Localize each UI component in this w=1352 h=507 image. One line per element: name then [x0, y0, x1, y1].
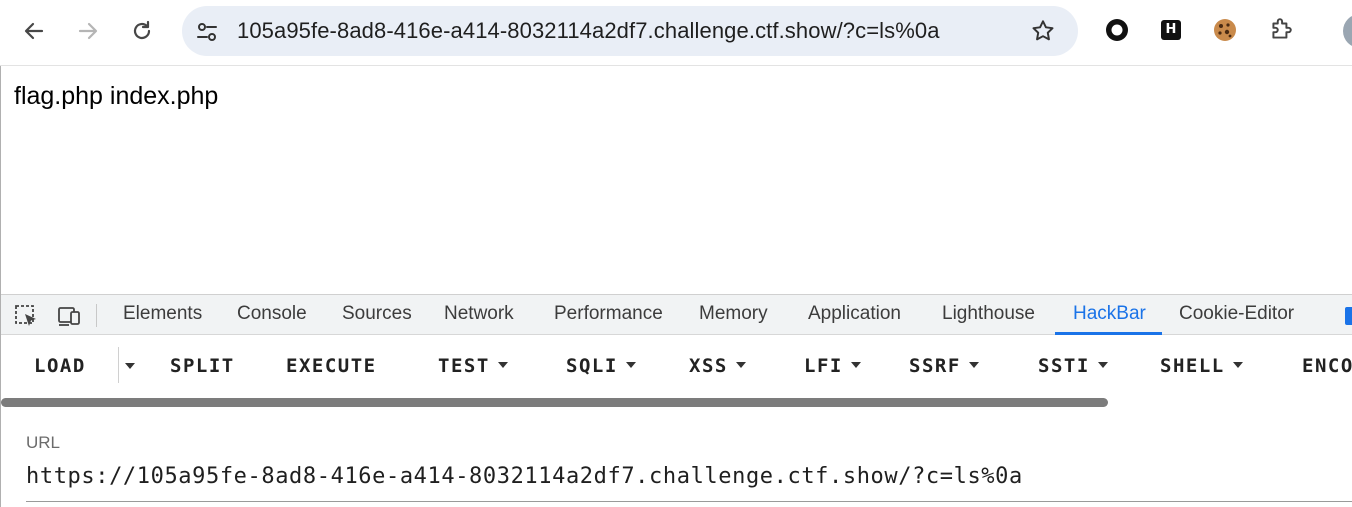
- execute-button[interactable]: EXECUTE: [286, 355, 377, 377]
- chevron-down-icon: [968, 361, 979, 368]
- inspect-element-icon[interactable]: [14, 304, 40, 328]
- profile-avatar[interactable]: [1343, 14, 1352, 48]
- tab-application[interactable]: Application: [808, 303, 901, 324]
- devtools-tabbar: Elements Console Sources Network Perform…: [1, 294, 1352, 335]
- sqli-menu-button[interactable]: SQLI: [566, 335, 636, 397]
- page-viewport: flag.php index.php: [0, 66, 1352, 294]
- sqli-label: SQLI: [566, 355, 618, 377]
- shell-label: SHELL: [1160, 355, 1225, 377]
- browser-toolbar: 105a95fe-8ad8-416e-a414-8032114a2df7.cha…: [0, 0, 1352, 66]
- more-tabs-icon[interactable]: [1345, 307, 1352, 325]
- chevron-down-icon: [1232, 361, 1243, 368]
- url-field-label: URL: [26, 433, 61, 452]
- arrow-left-icon: [24, 22, 44, 40]
- lfi-menu-button[interactable]: LFI: [804, 335, 861, 397]
- chevron-down-icon: [850, 361, 861, 368]
- page-body-text: flag.php index.php: [14, 82, 219, 110]
- ssti-label: SSTI: [1038, 355, 1090, 377]
- h-extension-icon[interactable]: H: [1157, 16, 1185, 44]
- cookie-extension-icon[interactable]: [1211, 16, 1239, 44]
- horizontal-scrollbar-thumb[interactable]: [1, 398, 1108, 407]
- back-button[interactable]: [15, 12, 53, 50]
- tab-lighthouse[interactable]: Lighthouse: [942, 303, 1035, 324]
- forward-button[interactable]: [69, 12, 107, 50]
- url-input[interactable]: https://105a95fe-8ad8-416e-a414-8032114a…: [26, 464, 1023, 489]
- tab-console[interactable]: Console: [237, 303, 307, 324]
- url-input-underline: [26, 501, 1352, 502]
- site-settings-icon[interactable]: [194, 19, 220, 45]
- arrow-right-icon: [78, 22, 98, 40]
- chevron-down-icon: [625, 361, 636, 368]
- devtools-panel: Elements Console Sources Network Perform…: [0, 294, 1352, 507]
- tab-hackbar[interactable]: HackBar: [1073, 303, 1146, 324]
- chevron-down-icon: [735, 361, 746, 368]
- tab-cookie-editor[interactable]: Cookie-Editor: [1179, 303, 1295, 324]
- toolbar-divider: [96, 304, 97, 327]
- ssrf-menu-button[interactable]: SSRF: [909, 335, 979, 397]
- chevron-down-icon: [497, 361, 508, 368]
- xss-menu-button[interactable]: XSS: [689, 335, 746, 397]
- active-tab-indicator: [1055, 332, 1162, 335]
- tab-sources[interactable]: Sources: [342, 303, 412, 324]
- tab-network[interactable]: Network: [444, 303, 514, 324]
- ssti-menu-button[interactable]: SSTI: [1038, 335, 1108, 397]
- xss-label: XSS: [689, 355, 728, 377]
- test-label: TEST: [438, 355, 490, 377]
- bookmark-star-icon[interactable]: [1030, 18, 1056, 44]
- device-toolbar-icon[interactable]: [56, 304, 82, 328]
- shell-menu-button[interactable]: SHELL: [1160, 335, 1243, 397]
- address-bar[interactable]: 105a95fe-8ad8-416e-a414-8032114a2df7.cha…: [182, 6, 1078, 56]
- puzzle-extensions-icon[interactable]: [1267, 16, 1295, 44]
- tab-memory[interactable]: Memory: [699, 303, 768, 324]
- split-button[interactable]: SPLIT: [170, 355, 235, 377]
- reload-button[interactable]: [123, 12, 161, 50]
- address-bar-url[interactable]: 105a95fe-8ad8-416e-a414-8032114a2df7.cha…: [237, 18, 940, 43]
- ssrf-label: SSRF: [909, 355, 961, 377]
- circle-extension-icon[interactable]: [1103, 16, 1131, 44]
- tab-elements[interactable]: Elements: [123, 303, 203, 324]
- hackbar-toolbar: LOAD SPLIT EXECUTE TEST SQLI XSS LFI SSR…: [1, 335, 1352, 397]
- tab-performance[interactable]: Performance: [554, 303, 663, 324]
- lfi-label: LFI: [804, 355, 843, 377]
- test-menu-button[interactable]: TEST: [438, 335, 508, 397]
- load-button[interactable]: LOAD: [34, 355, 86, 377]
- load-dropdown-caret-icon[interactable]: [125, 363, 135, 369]
- encoding-menu-button[interactable]: ENCO: [1302, 355, 1352, 377]
- reload-icon: [133, 20, 151, 40]
- load-split-divider: [118, 347, 119, 383]
- chevron-down-icon: [1097, 361, 1108, 368]
